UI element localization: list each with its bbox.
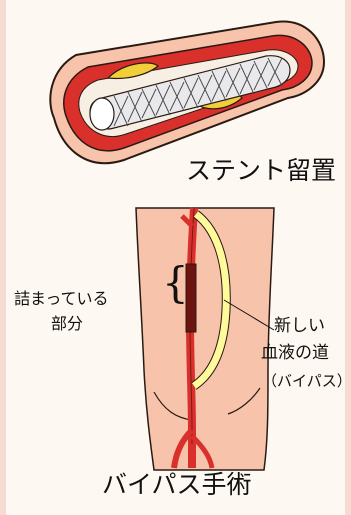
- new-vessel-label-line2: 血液の道: [261, 345, 329, 362]
- blocked-bracket: {: [162, 262, 189, 304]
- new-vessel-label-line1: 新しい: [274, 318, 325, 335]
- leg-outline: [136, 208, 274, 470]
- new-vessel-label-line3: （バイパス）: [262, 374, 351, 389]
- stent-caption: ステント留置: [186, 158, 336, 183]
- blocked-label-line2: 部分: [51, 316, 83, 332]
- blocked-label-line1: 詰まっている: [14, 291, 109, 307]
- bypass-caption: バイパス手術: [102, 472, 252, 497]
